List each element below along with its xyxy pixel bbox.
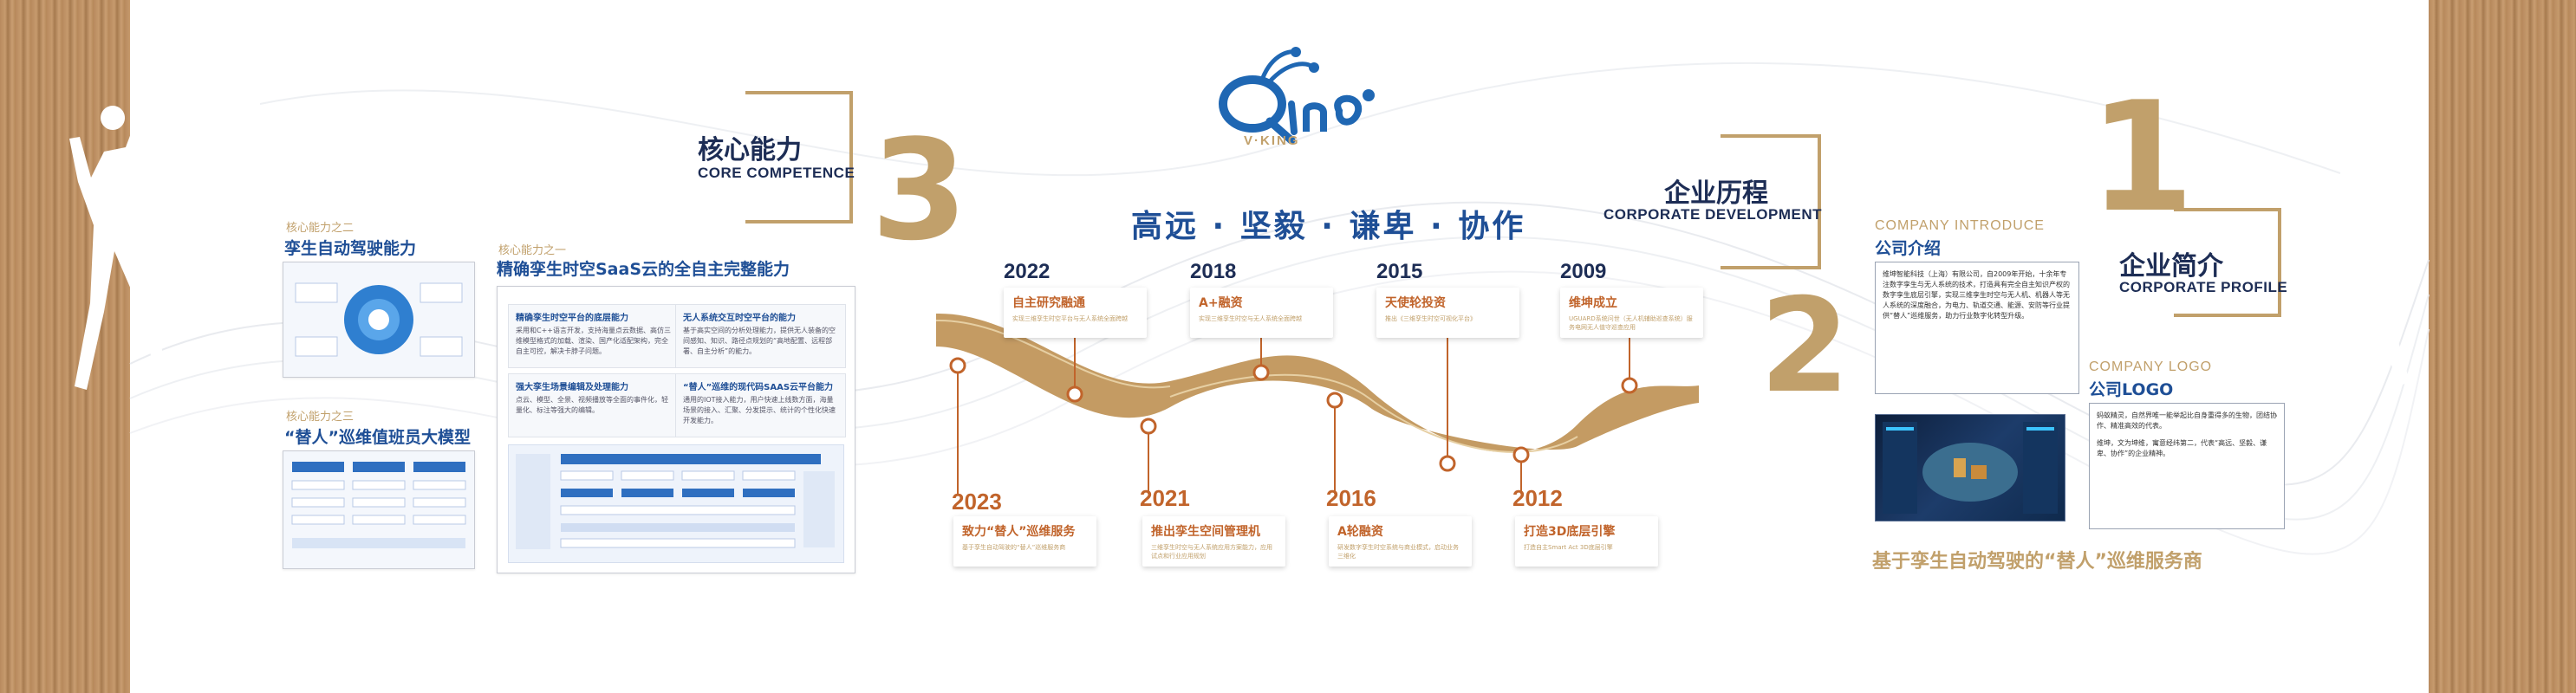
- cap1-panel: 精确孪生时空平台的底层能力 采用和C++语言开发，支持海量点云数据、高仿三维模型…: [497, 286, 855, 573]
- cap1-feature-1-title: 精确孪生时空平台的底层能力: [516, 314, 628, 323]
- large-model-diagram-icon: [291, 462, 466, 548]
- company-logo-text-2: 维坤，文为坤维，寓意经纬第二，代表“高远、坚毅、谦卑、协作”的企业精神。: [2097, 439, 2267, 457]
- cap1-feature-1: 精确孪生时空平台的底层能力 采用和C++语言开发，支持海量点云数据、高仿三维模型…: [508, 304, 679, 368]
- timeline-year-2021: 2021: [1140, 485, 1190, 511]
- wood-panel-right: [2429, 0, 2576, 693]
- cap1-feature-4-title: “替人”巡维的现代码SAAS云平台能力: [683, 383, 834, 392]
- cap1-subtitle: 核心能力之一: [498, 244, 567, 257]
- timeline-event-2009: 维坤成立: [1569, 296, 1617, 310]
- company-slogan: 高远 · 坚毅 · 谦卑 · 协作: [1131, 209, 1526, 244]
- core-title-en: CORE COMPETENCE: [698, 165, 855, 181]
- timeline-event-2012: 打造3D底层引擎: [1524, 525, 1616, 539]
- cap3-subtitle: 核心能力之三: [286, 411, 355, 424]
- company-intro-text: 维坤智能科技（上海）有限公司，自2009年开始，十余年专注数字孪生与无人系统的技…: [1883, 270, 2070, 320]
- cap1-feature-3-title: 强大孪生场景编辑及处理能力: [516, 383, 628, 392]
- cap1-feature-2: 无人系统交互时空平台的能力 基于高实空间的分析处理能力，提供无人装备的空间感知、…: [675, 304, 846, 368]
- company-logo-box: 蚂蚁精灵，自然界唯一能举起比自身重得多的生物，团结协作、精准高效的代表。 维坤，…: [2089, 403, 2285, 529]
- history-title-cn: 企业历程: [1664, 178, 1768, 209]
- core-section-number: 3: [871, 109, 968, 271]
- timeline-desc-2023: 基于孪生自动驾驶的“替人”巡维服务商: [962, 544, 1066, 551]
- timeline-year-2016: 2016: [1326, 485, 1376, 511]
- timeline-desc-2021: 三维孪生时空与无人系统应用方案能力，应用试点和行业应用规划: [1151, 544, 1272, 560]
- timeline-desc-2012: 打造自主Smart Act 3D底层引擎: [1524, 544, 1613, 551]
- timeline-event-2022: 自主研究融通: [1012, 296, 1085, 310]
- timeline-year-2015: 2015: [1376, 260, 1423, 283]
- company-introduce-en: COMPANY INTRODUCE: [1875, 218, 2045, 233]
- company-logo-text-1: 蚂蚁精灵，自然界唯一能举起比自身重得多的生物，团结协作、精准高效的代表。: [2097, 411, 2277, 430]
- core-title-cn: 核心能力: [698, 135, 802, 165]
- timeline-event-2021: 推出孪生空间管理机: [1151, 525, 1260, 539]
- cap1-title: 精确孪生时空SaaS云的全自主完整能力: [497, 260, 790, 279]
- cap2-diagram: [283, 262, 475, 378]
- cap1-feature-1-desc: 采用和C++语言开发，支持海量点云数据、高仿三维模型格式的加载、渲染、国产化适配…: [516, 327, 671, 355]
- cap1-feature-2-desc: 基于高实空间的分析处理能力，提供无人装备的空间感知、知识、路径点规划的“高地配置…: [683, 327, 836, 355]
- timeline-card-2012: 打造3D底层引擎 打造自主Smart Act 3D底层引擎: [1515, 516, 1658, 567]
- timeline-desc-2009: UGUARD系统问世（无人机辅助巡查系统）服务电网无人值守巡查应用: [1569, 315, 1693, 331]
- logo-brand-text: V·KING: [1244, 133, 1300, 148]
- timeline-desc-2016: 研发数字孪生时空系统与商业模式，启动业务三维化: [1337, 544, 1459, 560]
- digital-twin-dashboard-icon: [1883, 422, 2058, 514]
- history-section-number: 2: [1760, 271, 1851, 422]
- history-title-en: CORPORATE DEVELOPMENT: [1603, 206, 1822, 223]
- profile-title-en: CORPORATE PROFILE: [2119, 279, 2288, 295]
- cap3-title: “替人”巡维值班员大模型: [284, 428, 471, 447]
- company-logo-cn: 公司LOGO: [2089, 380, 2174, 399]
- saas-architecture-icon: [516, 454, 835, 549]
- timeline-card-2018: A+融资 实现三维孪生时空与无人系统全面跨越: [1190, 288, 1333, 338]
- timeline-year-2012: 2012: [1512, 485, 1563, 511]
- cap2-subtitle: 核心能力之二: [286, 222, 355, 235]
- company-dashboard-image: [1875, 414, 2065, 521]
- company-logo-en: COMPANY LOGO: [2089, 359, 2213, 374]
- timeline-year-2018: 2018: [1190, 260, 1237, 283]
- timeline-desc-2022: 实现三维孪生时空平台与无人系统全面跨越: [1012, 315, 1128, 322]
- timeline-card-2009: 维坤成立 UGUARD系统问世（无人机辅助巡查系统）服务电网无人值守巡查应用: [1560, 288, 1703, 338]
- cap2-title: 孪生自动驾驶能力: [284, 239, 417, 258]
- timeline-year-2023: 2023: [952, 489, 1002, 515]
- cap1-architecture-diagram: [508, 444, 844, 563]
- cap1-feature-4-desc: 通用的IOT接入能力，用户快速上线数方面，海量场景的接入、汇聚、分发提示、统计的…: [683, 396, 836, 424]
- timeline-event-2015: 天使轮投资: [1385, 296, 1446, 310]
- timeline-year-2009: 2009: [1560, 260, 1607, 283]
- company-intro-box: 维坤智能科技（上海）有限公司，自2009年开始，十余年专注数字孪生与无人系统的技…: [1875, 262, 2079, 394]
- history-bracket: [1721, 134, 1821, 269]
- cap1-feature-4: “替人”巡维的现代码SAAS云平台能力 通用的IOT接入能力，用户快速上线数方面…: [675, 373, 846, 437]
- cap1-feature-3-desc: 点云、模型、全景、视频播放等全面的事件化，轻量化、标注等强大的编辑。: [516, 396, 668, 414]
- climber-silhouette-right: [2288, 113, 2418, 476]
- timeline-desc-2015: 推出《三维孪生时空可视化平台》: [1385, 315, 1476, 322]
- timeline-event-2016: A轮融资: [1337, 525, 1383, 539]
- profile-title-cn: 企业简介: [2119, 251, 2223, 282]
- cap1-feature-3: 强大孪生场景编辑及处理能力 点云、模型、全景、视频播放等全面的事件化，轻量化、标…: [508, 373, 679, 437]
- timeline-desc-2018: 实现三维孪生时空与无人系统全面跨越: [1199, 315, 1302, 322]
- timeline-event-2023: 致力“替人”巡维服务: [962, 525, 1076, 539]
- timeline-year-2022: 2022: [1004, 260, 1051, 283]
- timeline-card-2015: 天使轮投资 推出《三维孪生时空可视化平台》: [1376, 288, 1519, 338]
- timeline-event-2018: A+融资: [1199, 296, 1243, 310]
- cap3-diagram: [283, 450, 475, 569]
- timeline-card-2023: 致力“替人”巡维服务 基于孪生自动驾驶的“替人”巡维服务商: [953, 516, 1096, 567]
- company-logo: V·KING: [1209, 43, 1382, 152]
- cap1-feature-2-title: 无人系统交互时空平台的能力: [683, 314, 796, 323]
- core-bracket: [745, 91, 853, 223]
- company-introduce-cn: 公司介绍: [1875, 239, 1942, 258]
- autonomous-driving-diagram-icon: [295, 282, 463, 357]
- ant-logo-icon: [1219, 47, 1375, 145]
- timeline-card-2016: A轮融资 研发数字孪生时空系统与商业模式，启动业务三维化: [1329, 516, 1472, 567]
- timeline-card-2022: 自主研究融通 实现三维孪生时空平台与无人系统全面跨越: [1004, 288, 1147, 338]
- timeline-card-2021: 推出孪生空间管理机 三维孪生时空与无人系统应用方案能力，应用试点和行业应用规划: [1142, 516, 1285, 567]
- profile-bracket: [2174, 208, 2281, 317]
- company-tagline: 基于孪生自动驾驶的“替人”巡维服务商: [1872, 551, 2202, 573]
- climber-silhouette-left: [52, 104, 173, 468]
